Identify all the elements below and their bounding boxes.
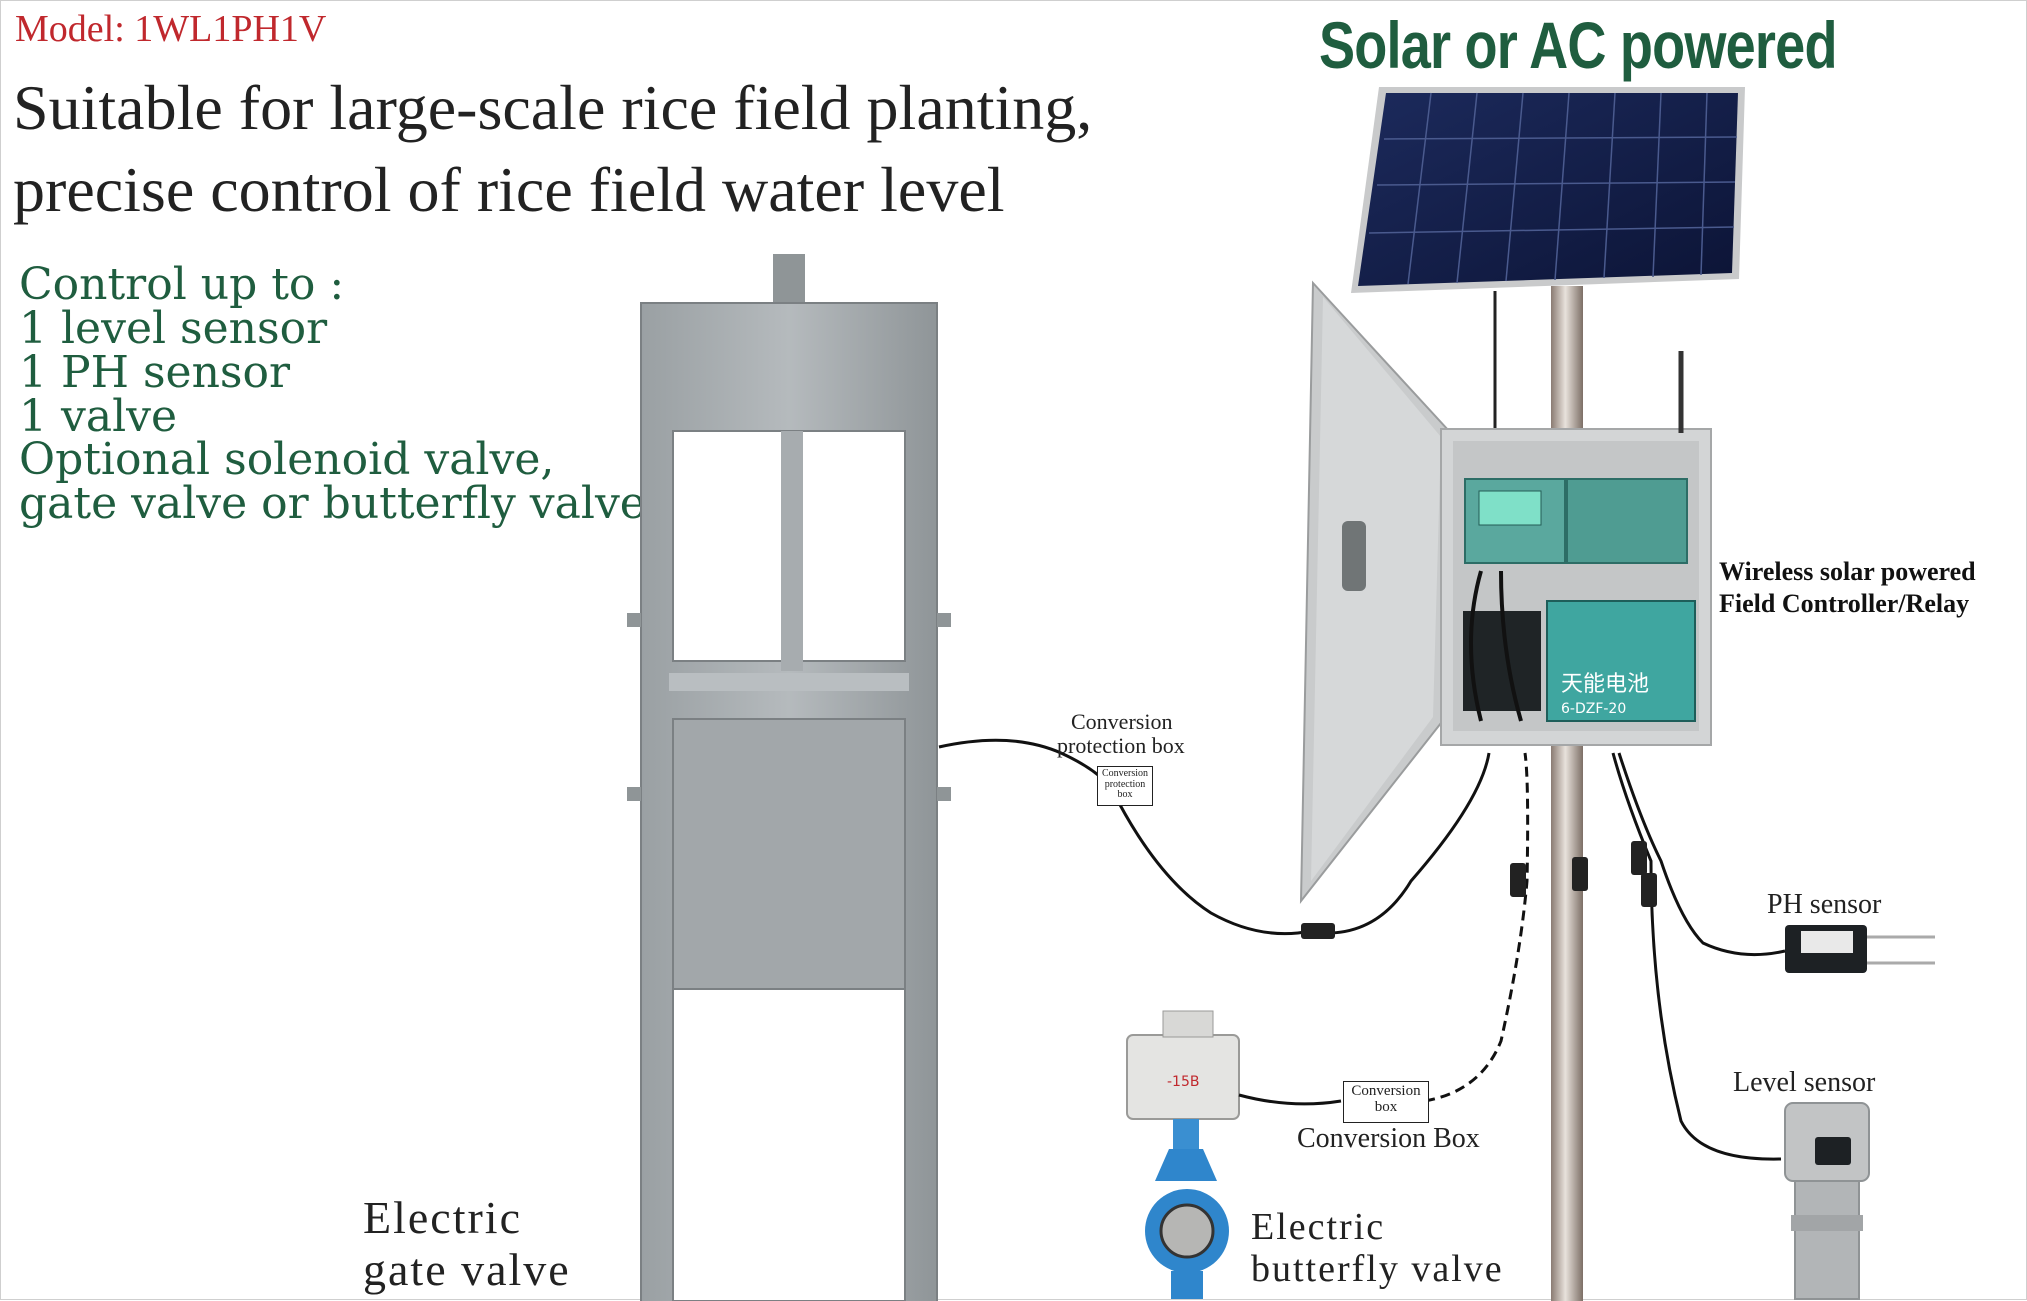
control-list-heading: Control up to : (19, 259, 345, 310)
electric-butterfly-valve: -15B (1126, 1010, 1240, 1299)
control-list-item: gate valve or butterfly valve (19, 478, 646, 529)
controller-gate-cable (1330, 752, 1491, 935)
headline-line-1: Suitable for large-scale rice field plan… (13, 72, 1093, 143)
headline-line-2: precise control of rice field water leve… (13, 154, 1005, 225)
butterfly-dashed-cable (1424, 752, 1530, 1103)
electric-gate-valve (627, 254, 951, 1301)
gate-valve-label-line-2: gate valve (363, 1244, 571, 1295)
level-sensor-label: Level sensor (1733, 1067, 1876, 1098)
cabinet-door (1299, 280, 1451, 904)
solar-panel (1351, 87, 1745, 431)
control-list-item: 1 PH sensor (19, 347, 291, 398)
gate-valve-label-line-1: Electric (363, 1192, 523, 1243)
ph-sensor-cable (1617, 752, 1786, 957)
ph-sensor (1785, 925, 1935, 973)
conversion-protection-label-line-2: protection box (1057, 733, 1185, 758)
level-sensor-cable (1611, 752, 1782, 1161)
power-title: Solar or AC powered (1319, 8, 1838, 82)
gate-valve-cable (938, 738, 1312, 936)
control-list-item: 1 level sensor (19, 303, 328, 354)
battery-model: 6-DZF-20 (1561, 701, 1626, 717)
controller-label-line-2: Field Controller/Relay (1719, 589, 1970, 618)
control-list-item: Optional solenoid valve, (19, 434, 555, 485)
actuator-model: -15B (1167, 1074, 1199, 1090)
conversion-protection-box: Conversion protection box (1097, 766, 1153, 806)
conversion-box-small-line-1: Conversion (1351, 1083, 1421, 1099)
cable-connectors (1301, 841, 1657, 939)
conversion-protection-label-line-1: Conversion (1071, 709, 1173, 734)
ph-sensor-label: PH sensor (1767, 889, 1882, 920)
small-box-line-2: protection (1104, 778, 1146, 790)
butterfly-valve-label-line-2: butterfly valve (1251, 1248, 1504, 1290)
actuator-cable (1238, 1093, 1342, 1106)
controller-label-line-1: Wireless solar powered (1719, 557, 1976, 586)
level-sensor (1784, 1102, 1870, 1300)
conversion-box-small: Conversion box (1343, 1081, 1429, 1123)
butterfly-valve-label-line-1: Electric (1251, 1206, 1386, 1248)
small-box-line-1: Conversion (1101, 768, 1149, 779)
control-list-item: 1 valve (19, 391, 178, 442)
conversion-box-small-line-2: box (1374, 1098, 1398, 1115)
controller-cabinet: 天能电池 6-DZF-20 (1440, 351, 1712, 746)
conversion-box-label: Conversion Box (1297, 1123, 1480, 1154)
model-number: Model: 1WL1PH1V (15, 8, 327, 50)
small-box-line-3: box (1117, 789, 1133, 800)
battery-brand: 天能电池 (1561, 672, 1649, 697)
cables (938, 738, 1786, 1161)
